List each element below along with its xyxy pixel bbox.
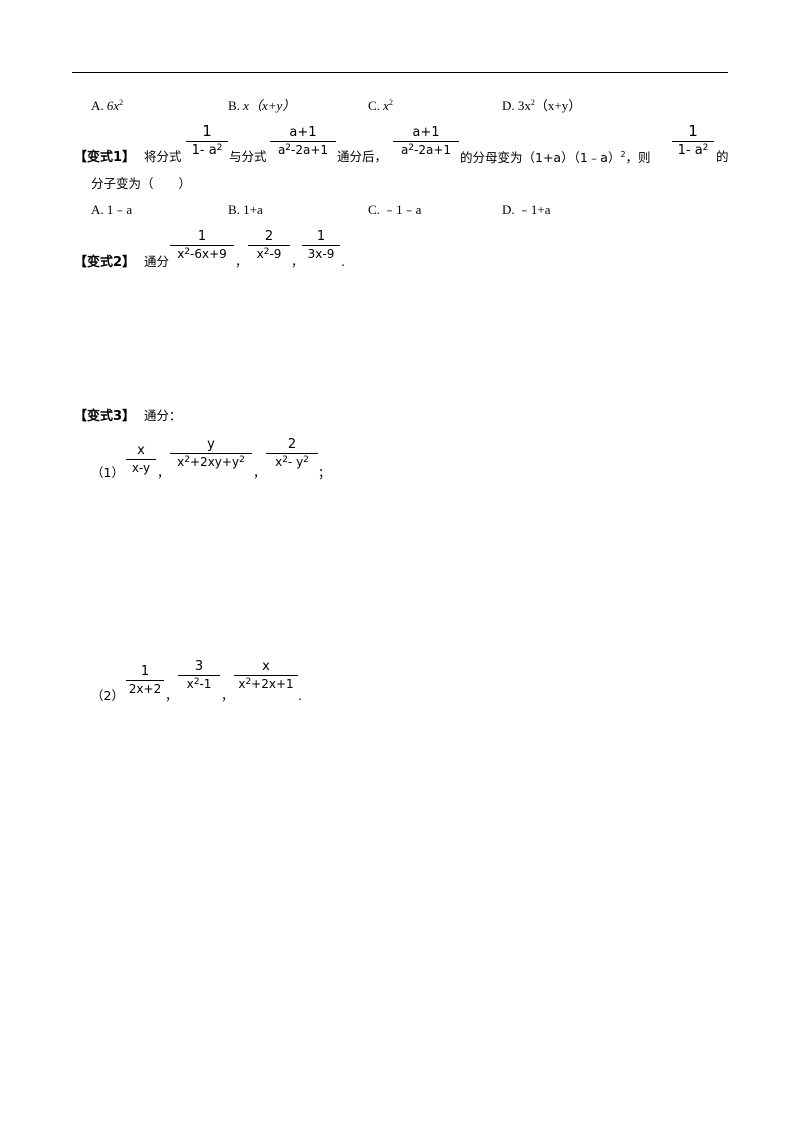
q1-text-a: 将分式	[144, 149, 182, 164]
header-rule	[72, 72, 728, 73]
q2-fraction-2: 2 x2-9	[248, 230, 290, 260]
option-a: A. 6x2	[91, 98, 124, 113]
q1-option-a: A. 1﹣a	[91, 202, 133, 217]
q1-fraction-4: 1 1- a2	[672, 124, 714, 157]
q1-option-b: B. 1+a	[228, 202, 263, 217]
q3-text: 通分：	[144, 408, 182, 423]
option-b: B. x（x+y）	[228, 98, 296, 113]
q1-fraction-3: a+1 a2-2a+1	[393, 126, 459, 156]
q1-fraction-2: a+1 a2-2a+1	[270, 126, 336, 156]
q3-part2-separator-2: ，	[221, 688, 234, 703]
q3-part1-label: （1）	[91, 465, 124, 480]
q3-part1-separator-1: ，	[157, 465, 170, 480]
q3-part2-fraction-3: x x2+2x+1	[234, 660, 298, 690]
q2-separator-2: ，	[291, 254, 304, 269]
q2-separator-1: ，	[235, 254, 248, 269]
q2-fraction-3: 1 3x-9	[302, 230, 340, 260]
q3-part1-separator-2: ，	[253, 465, 266, 480]
q2-label: 【变式2】	[74, 255, 136, 270]
q3-part2-fraction-2: 3 x2-1	[178, 660, 220, 690]
q3-part1-fraction-1: x x-y	[126, 444, 156, 474]
q1-fraction-1: 1 1- a2	[186, 124, 228, 157]
q2-fraction-1: 1 x2-6x+9	[170, 230, 234, 260]
q3-part1-end: ；	[318, 465, 331, 480]
q3-part1-fraction-2: y x2+2xy+y2	[170, 438, 252, 468]
q2-text: 通分	[144, 254, 170, 269]
q2-end: .	[341, 254, 345, 269]
option-c: C. x2	[368, 98, 393, 113]
q3-part2-separator-1: ，	[165, 688, 178, 703]
q1-option-d: D. ﹣1+a	[502, 202, 551, 217]
q1-line-2: 分子变为（ ）	[91, 176, 192, 191]
q3-part2-end: .	[298, 688, 302, 703]
option-d: D. 3x2（x+y）	[502, 98, 582, 113]
q3-label: 【变式3】	[74, 409, 136, 424]
q1-text-f: 的	[716, 149, 729, 164]
q3-part1-fraction-3: 2 x2- y2	[266, 438, 318, 468]
q3-part2-label: （2）	[91, 688, 124, 703]
q3-part2-fraction-1: 1 2x+2	[126, 665, 164, 695]
q1-label: 【变式1】	[74, 150, 136, 165]
q1-text-b: 与分式	[229, 149, 267, 164]
q1-text-c: 通分后，	[337, 149, 388, 164]
q1-option-c: C. ﹣1﹣a	[368, 202, 422, 217]
q1-text-d: 的分母变为（1+a）（1﹣a）2，则	[460, 150, 651, 165]
